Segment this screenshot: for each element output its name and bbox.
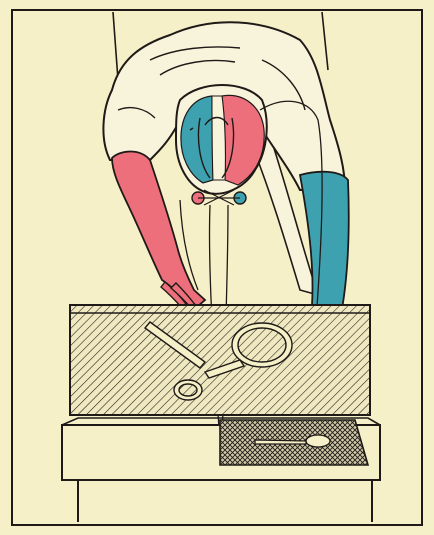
- hatched-panel: [70, 305, 370, 415]
- brain-midline: [212, 96, 225, 180]
